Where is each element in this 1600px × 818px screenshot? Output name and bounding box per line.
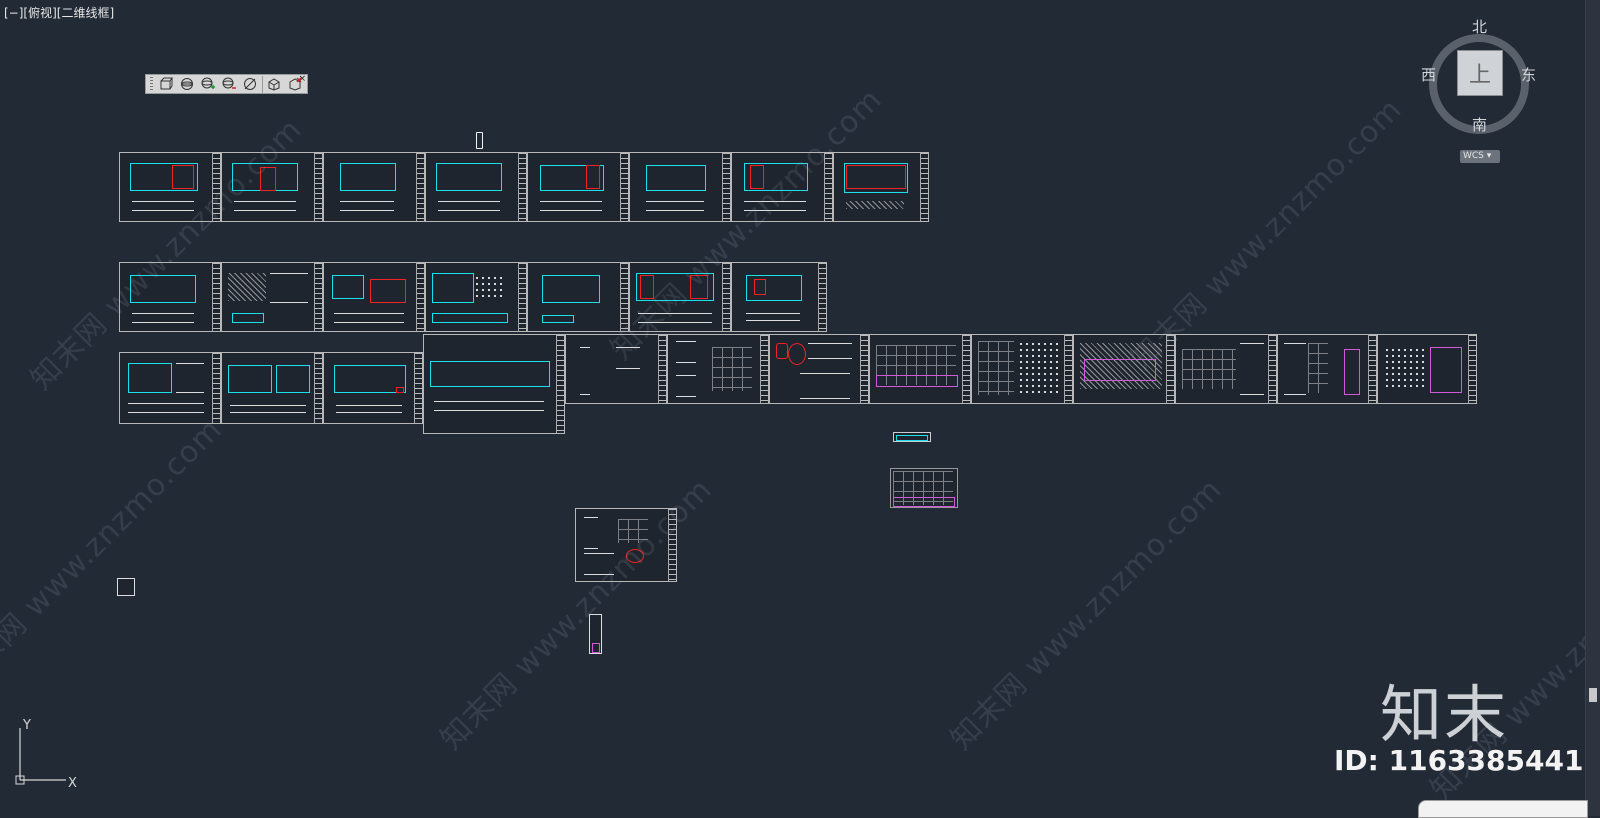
drawing-detail[interactable] <box>589 614 602 654</box>
toolbar-close-button[interactable]: × <box>298 74 306 84</box>
cube-top-face[interactable]: 上 <box>1457 50 1503 96</box>
box-view-icon[interactable] <box>262 75 282 93</box>
close-view-icon[interactable] <box>286 76 303 93</box>
compass-east[interactable]: 东 <box>1521 66 1537 84</box>
drawing-sheet[interactable] <box>1377 334 1477 404</box>
drawing-detail[interactable] <box>893 432 931 442</box>
resource-id: ID: 1163385441 <box>1334 744 1584 777</box>
drawing-sheet[interactable] <box>221 352 323 424</box>
zoom-in-icon[interactable] <box>199 76 216 93</box>
drawing-sheet[interactable] <box>323 152 425 222</box>
drawing-sheet[interactable] <box>869 334 971 404</box>
viewport-label[interactable]: [−][俯视][二维线框] <box>4 6 115 20</box>
view-cube-icon[interactable] <box>157 76 174 93</box>
compass-ring[interactable] <box>1429 34 1529 134</box>
drawing-sheet[interactable] <box>119 262 221 332</box>
no-cursor-icon[interactable] <box>241 76 258 93</box>
wcs-menu[interactable]: WCS ▾ <box>1460 150 1500 163</box>
drawing-sheet[interactable] <box>323 262 425 332</box>
compass-west[interactable]: 西 <box>1421 66 1437 84</box>
zoom-out-icon[interactable] <box>220 76 237 93</box>
drawing-sheet[interactable] <box>565 334 667 404</box>
compass-north[interactable]: 北 <box>1472 18 1488 36</box>
drawing-sheet[interactable] <box>527 152 629 222</box>
drawing-sheet[interactable] <box>323 352 423 424</box>
drawing-detail[interactable] <box>890 468 958 508</box>
drawing-sheet[interactable] <box>667 334 769 404</box>
view-cube[interactable]: 上 北 南 东 西 <box>1421 18 1537 134</box>
drawing-sheet[interactable] <box>423 334 565 434</box>
drawing-sheet[interactable] <box>1175 334 1277 404</box>
drawing-sheet[interactable] <box>1073 334 1175 404</box>
view-toolbar: × <box>145 74 308 94</box>
drawing-sheet[interactable] <box>769 334 869 404</box>
drawing-sheet[interactable] <box>1277 334 1377 404</box>
scroll-thumb[interactable] <box>1589 688 1597 702</box>
watermark: 知末网 www.znzmo.com <box>0 411 230 697</box>
drawing-sheet[interactable] <box>833 152 929 222</box>
drawing-sheet[interactable] <box>119 352 221 424</box>
brand-logo: 知末 <box>1380 678 1509 751</box>
drawing-sheet[interactable] <box>119 152 221 222</box>
wcs-label: WCS <box>1463 151 1484 161</box>
vertical-scrollbar[interactable] <box>1585 0 1600 816</box>
ucs-y-label: Y <box>23 718 31 733</box>
watermark: 知末网 www.znzmo.com <box>944 471 1230 757</box>
drawing-sheet[interactable] <box>629 152 731 222</box>
drawing-sheet[interactable] <box>629 262 731 332</box>
cursor-marker <box>476 132 483 149</box>
drawing-sheet[interactable] <box>425 262 527 332</box>
drawing-detail[interactable] <box>117 578 135 596</box>
ucs-x-label: X <box>68 776 77 791</box>
status-strip[interactable] <box>1418 800 1588 818</box>
drawing-sheet[interactable] <box>425 152 527 222</box>
ucs-icon <box>15 728 66 785</box>
drawing-sheet[interactable] <box>731 262 827 332</box>
toolbar-grip[interactable] <box>150 77 153 91</box>
drawing-sheet[interactable] <box>575 508 677 582</box>
drawing-sheet[interactable] <box>221 152 323 222</box>
orbit-icon[interactable] <box>178 76 195 93</box>
drawing-sheet[interactable] <box>731 152 833 222</box>
compass-south[interactable]: 南 <box>1472 116 1488 134</box>
drawing-sheet[interactable] <box>971 334 1073 404</box>
drawing-sheet[interactable] <box>221 262 323 332</box>
drawing-sheet[interactable] <box>527 262 629 332</box>
